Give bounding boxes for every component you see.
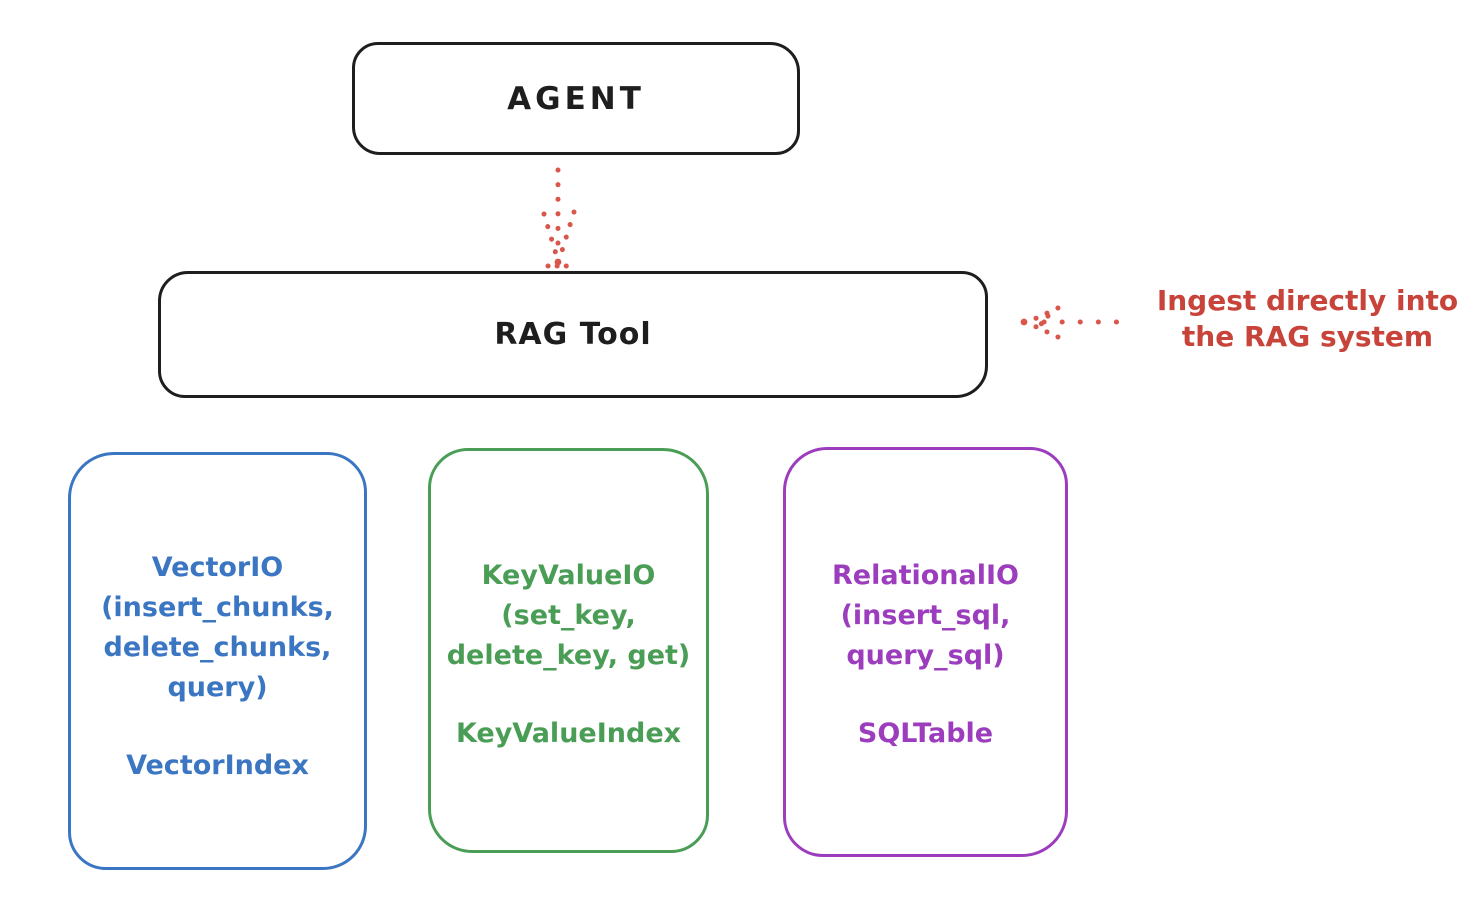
agent-label: AGENT (507, 80, 645, 117)
key-value-index-label: KeyValueIndex (455, 718, 682, 749)
vector-io-title-line: VectorIO (151, 552, 284, 583)
rag-tool-node: RAG Tool (158, 271, 988, 398)
key-value-io-title-line: (set_key, (501, 600, 636, 631)
ingest-annotation-line-1: Ingest directly into (1156, 284, 1459, 317)
agent-to-rag-arrow (541, 167, 577, 269)
agent-node: AGENT (352, 42, 800, 155)
vector-index-label: VectorIndex (126, 750, 309, 781)
relational-io-title-line: (insert_sql, (840, 600, 1011, 631)
key-value-io-box: KeyValueIO (set_key, delete_key, get) Ke… (428, 448, 709, 853)
vector-io-title-line: query) (167, 672, 268, 703)
key-value-io-title-line: KeyValueIO (481, 560, 656, 591)
relational-io-box: RelationalIO (insert_sql, query_sql) SQL… (783, 447, 1068, 857)
key-value-io-title-line: delete_key, get) (446, 640, 691, 671)
ingest-arrow (1020, 305, 1136, 340)
vector-io-title-line: (insert_chunks, (101, 592, 334, 623)
relational-io-title-line: query_sql) (846, 640, 1005, 671)
rag-tool-label: RAG Tool (494, 317, 652, 352)
relational-io-title-line: RelationalIO (832, 560, 1019, 591)
ingest-annotation: Ingest directly into the RAG system (1135, 283, 1480, 355)
sql-table-label: SQLTable (857, 718, 994, 749)
vector-io-title-line: delete_chunks, (103, 632, 332, 663)
vector-io-box: VectorIO (insert_chunks, delete_chunks, … (68, 452, 367, 870)
ingest-annotation-line-2: the RAG system (1181, 320, 1434, 353)
